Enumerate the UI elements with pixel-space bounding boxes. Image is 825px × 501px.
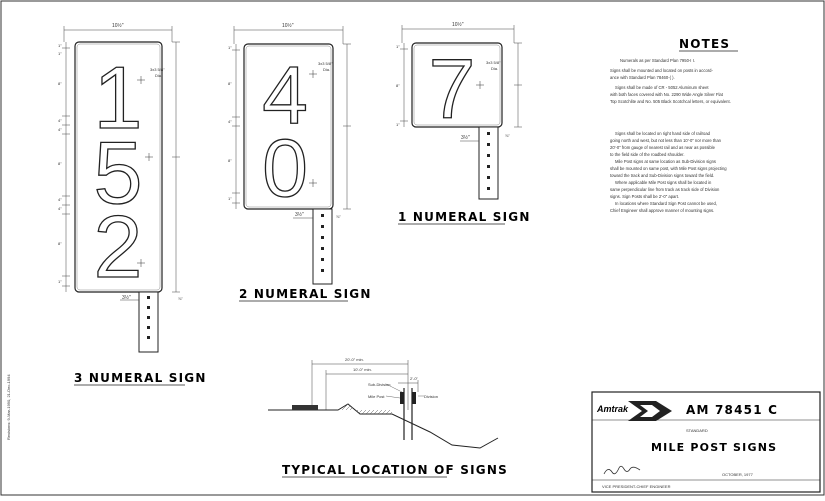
notes-block: NOTES Numerals as per Standard Plan 7950…	[610, 37, 738, 213]
title-block: Amtrak AM 78451 C STANDARD MILE POST SIG…	[591, 391, 821, 493]
sign2-dim-b: 8"	[228, 81, 232, 86]
notes-line-10: to the field side of the roadbed shoulde…	[610, 152, 685, 157]
notes-line-9: 20'-0" from gauge of nearest rail and as…	[610, 145, 716, 150]
location-label-milepost: Mile Post	[368, 394, 385, 399]
two-numeral-sign: 10½" 4 0 3x3 5/8" Dia. 1" 8" 4" 8" 1" 3½…	[228, 22, 372, 302]
sign3-title: 3 NUMERAL SIGN	[74, 371, 207, 385]
sign2-hole-note: 3x3 5/8"	[318, 61, 333, 66]
sign2-numeral-0: 0	[262, 123, 308, 214]
notes-line-8: going north and west, but not less than …	[610, 138, 722, 143]
sign1-dim-c: 1"	[396, 122, 400, 127]
sign1-panel	[411, 42, 503, 128]
sign3-dim-i: 8"	[58, 241, 62, 246]
sign2-numeral-4: 4	[262, 50, 308, 141]
sign3-numeral-2: 2	[94, 197, 143, 296]
sign-name: MILE POST SIGNS	[651, 441, 777, 454]
sign2-post-dim: 3½"	[295, 211, 304, 218]
sign3-hole-note-2: Dia.	[155, 73, 162, 78]
sign3-post	[138, 291, 159, 353]
amtrak-logo-text: Amtrak	[596, 404, 629, 414]
notes-heading: NOTES	[679, 37, 730, 51]
sign3-dim-j: 1"	[58, 279, 62, 284]
notes-line-5: Top Scotchlite and No. 505 Black Scotchc…	[610, 99, 731, 104]
sign1-post-side-dim: ⅞"	[505, 133, 510, 138]
sign2-title: 2 NUMERAL SIGN	[239, 287, 372, 301]
sign3-numeral-1: 1	[94, 48, 143, 147]
sign2-dim-e: 1"	[228, 196, 232, 201]
sign1-hole-note-2: Dia.	[491, 66, 498, 71]
sign3-dim-a: 1"	[58, 43, 62, 48]
notes-line-15: same perpendicular line from track as tr…	[610, 187, 720, 192]
sign1-post	[478, 126, 499, 200]
notes-line-13: toward the track and Sub-Division signs …	[610, 173, 714, 178]
sign3-hole-note: 3x3 5/8"	[150, 67, 165, 72]
sign3-post-dim: 3½"	[122, 294, 131, 301]
sign2-width-dim: 10½"	[282, 22, 294, 29]
sign3-dim-f: 8"	[58, 161, 62, 166]
notes-line-4: with both faces covered with No. 2290 Wi…	[610, 92, 724, 97]
notes-line-7: Signs shall be located on right hand sid…	[615, 131, 711, 136]
sign1-dim-a: 1"	[396, 44, 400, 49]
sign2-dim-d: 8"	[228, 158, 232, 163]
sign3-panel	[74, 41, 163, 293]
sign2-post	[312, 208, 333, 285]
notes-line-14: Where applicable Mile Post signs shall b…	[615, 180, 712, 185]
notes-line-3: Signs shall be made of CR - 5052 Aluminu…	[615, 85, 709, 90]
sign2-dim-a: 1"	[228, 45, 232, 50]
notes-line-17: In locations where Standard Sign Post ca…	[615, 201, 717, 206]
location-dim-mid: 10'-0" min.	[353, 367, 372, 372]
revision-note: Revisions: 9-Mar-1990, 21-Dec-1994	[6, 374, 11, 440]
sign1-title: 1 NUMERAL SIGN	[398, 210, 531, 224]
notes-line-12: shall be mounted on same post, with Mile…	[610, 166, 727, 171]
sign1-hole-note: 3x3 5/8"	[486, 60, 501, 65]
sign2-hole-note-2: Dia.	[323, 67, 330, 72]
one-numeral-sign: 10½" 7 3x3 5/8" Dia. 1" 8" 1" 3½" ⅞" 1 N…	[396, 21, 531, 225]
sign1-post-dim: 3½"	[461, 134, 470, 141]
sign3-numeral-5: 5	[94, 123, 143, 222]
approver-title: VICE PRESIDENT-CHIEF ENGINEER	[602, 484, 671, 489]
sign1-width-dim: 10½"	[452, 21, 464, 28]
location-dim-top: 20'-0" min.	[345, 357, 364, 362]
sign3-width-dim: 10½"	[112, 22, 124, 29]
track-rail	[292, 405, 318, 410]
notes-line-1: Signs shall be mounted and located on po…	[610, 68, 713, 73]
sign3-post-side-dim: ⅞"	[178, 296, 183, 301]
notes-line-16: signs. Sign Posts shall be 2'-0" apart.	[610, 194, 679, 199]
location-label-subdivision: Sub-Division	[368, 382, 390, 387]
notes-line-11: Mile Post signs at same location as Sub-…	[615, 159, 716, 164]
location-dim-post: 2'-0"	[410, 376, 419, 381]
sign3-dim-c: 8"	[58, 81, 62, 86]
location-title: TYPICAL LOCATION OF SIGNS	[282, 463, 508, 477]
notes-subheading: Numerals as per Standard Plan 7950-I I.	[620, 58, 695, 63]
standard-label: STANDARD	[686, 428, 708, 433]
sign1-numeral-7: 7	[429, 42, 476, 136]
drawing-date: OCTOBER, 1977	[722, 472, 754, 477]
sign3-dim-e: 4"	[58, 127, 62, 132]
plan-number: AM 78451 C	[686, 403, 778, 417]
notes-line-18: Chief Engineer shall approve manner of m…	[610, 208, 714, 213]
sign3-dim-g: 4"	[58, 197, 62, 202]
three-numeral-sign: 10½" 1 5 2 3x3 5/8" Dia. 1" 1" 8" 4" 4" …	[58, 22, 207, 386]
sign3-dim-h: 4"	[58, 206, 62, 211]
sign2-post-side-dim: ⅞"	[336, 214, 341, 219]
amtrak-arrow-logo	[628, 401, 672, 421]
signature-mark	[603, 465, 641, 475]
typical-location-diagram: 20'-0" min. 10'-0" min. 2'-0" Sub-Divisi…	[268, 357, 508, 478]
sign3-dim-d: 4"	[58, 118, 62, 123]
location-label-division: Division	[424, 394, 438, 399]
sign1-dim-b: 8"	[396, 83, 400, 88]
sign3-dim-b: 1"	[58, 51, 62, 56]
sign2-dim-c: 4"	[228, 119, 232, 124]
notes-line-2: ance with Standard Plan 78460-( ).	[610, 75, 675, 80]
sign2-panel	[243, 43, 334, 210]
